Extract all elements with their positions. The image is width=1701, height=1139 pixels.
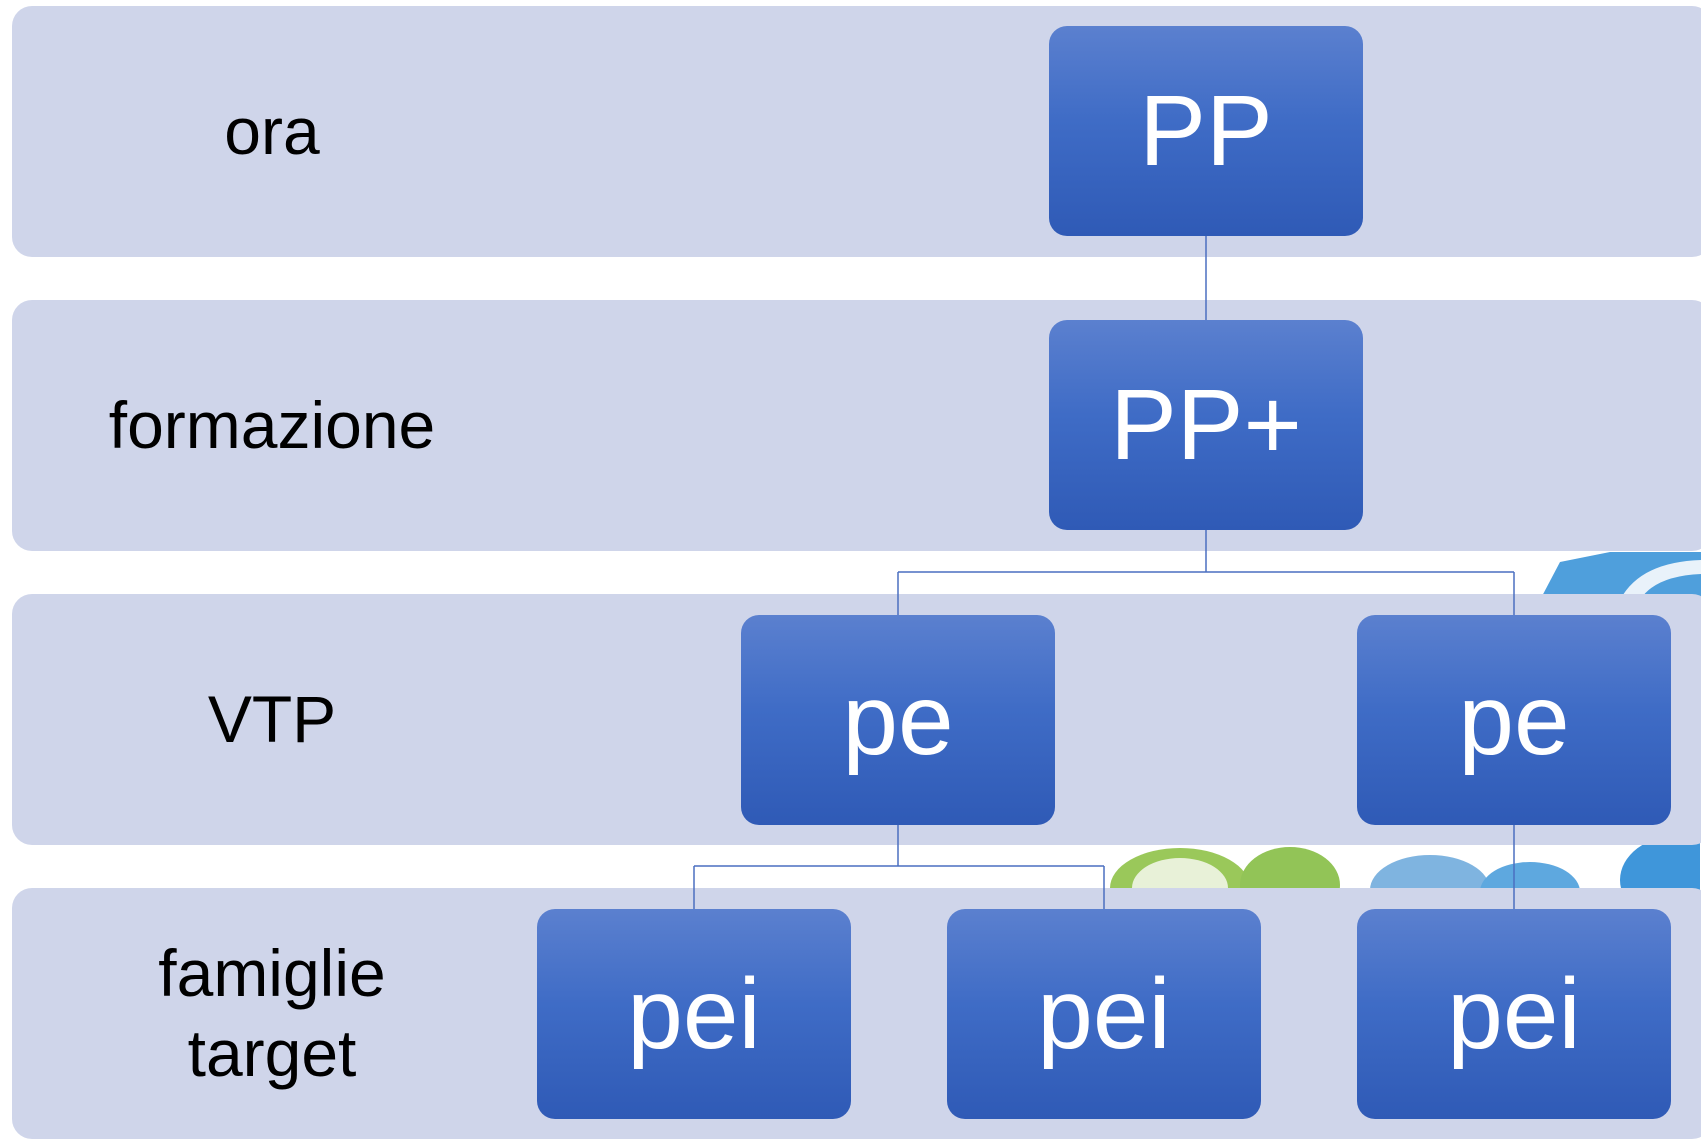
band-formazione: formazione — [12, 300, 1701, 551]
band-ora: ora — [12, 6, 1701, 257]
node-pe-right[interactable]: pe — [1357, 615, 1671, 825]
node-pe-left[interactable]: pe — [741, 615, 1055, 825]
band-label-ora: ora — [224, 93, 320, 168]
band-label-formazione: formazione — [108, 387, 436, 462]
node-pei-1[interactable]: pei — [537, 909, 851, 1119]
band-label-famiglie-target: famiglie target — [158, 936, 386, 1090]
node-ppplus[interactable]: PP+ — [1049, 320, 1363, 530]
node-pei-2[interactable]: pei — [947, 909, 1261, 1119]
node-pp[interactable]: PP — [1049, 26, 1363, 236]
node-pei-3[interactable]: pei — [1357, 909, 1671, 1119]
band-label-vtp: VTP — [207, 681, 337, 756]
background-gear — [1530, 552, 1701, 600]
